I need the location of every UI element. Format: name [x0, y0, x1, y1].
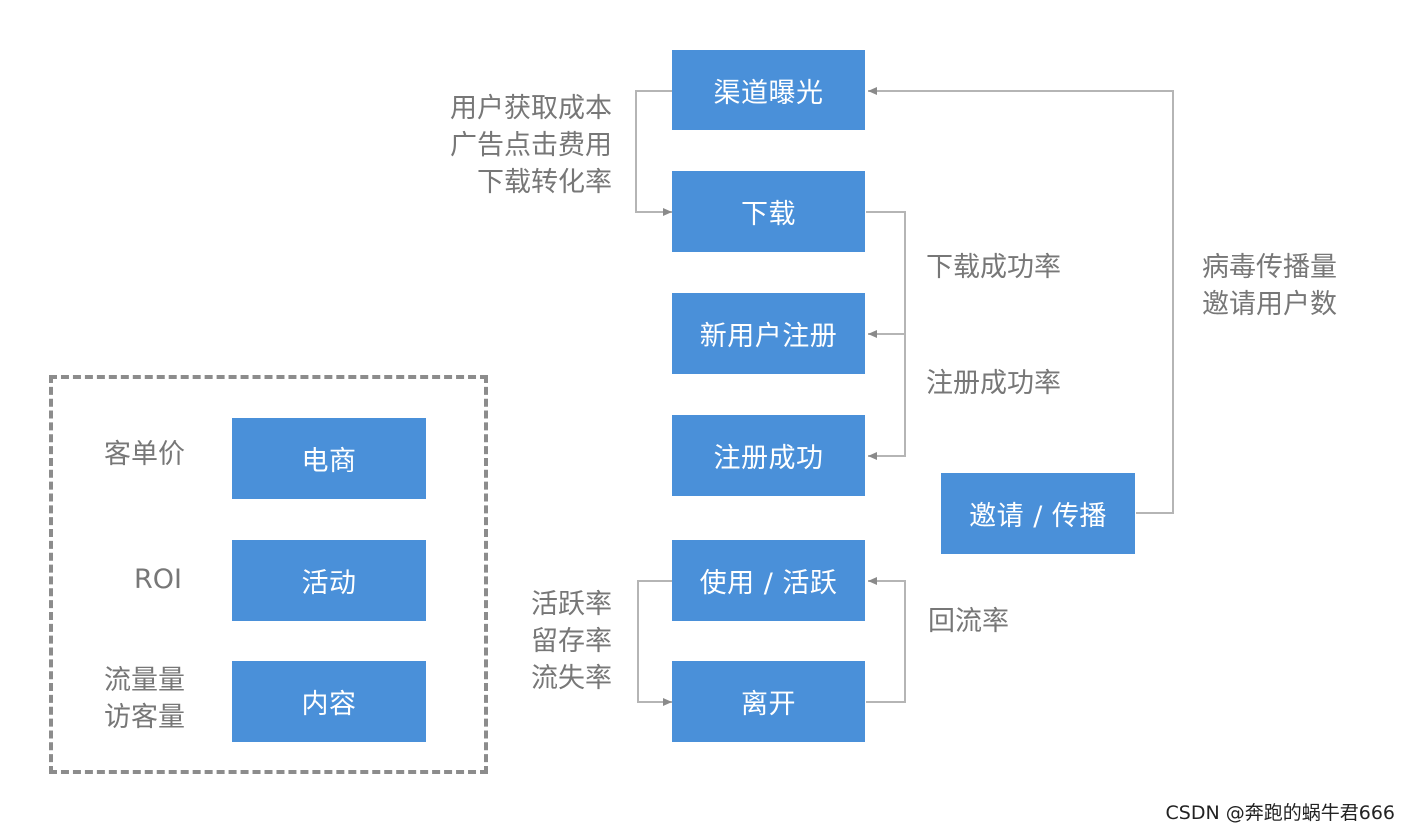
- label-return-rate: 回流率: [928, 606, 1009, 637]
- label-download-conversion-rate: 下载转化率: [477, 167, 612, 198]
- label-active-rate: 活跃率: [531, 589, 612, 620]
- label-traffic-volume: 流量量: [104, 665, 185, 696]
- label-roi: ROI: [134, 564, 182, 595]
- label-user-acquisition-cost: 用户获取成本: [450, 93, 612, 124]
- box-activity: 活动: [232, 540, 426, 621]
- label-average-order-value: 客单价: [104, 439, 185, 470]
- connector-leave-to-active: [866, 577, 906, 703]
- connector-register-to-success: [868, 334, 906, 460]
- watermark-text: CSDN @奔跑的蜗牛君666: [1165, 802, 1395, 824]
- connector-exposure-to-download: [635, 90, 672, 216]
- label-retention-rate: 留存率: [531, 626, 612, 657]
- label-content-metrics: 流量量 访客量: [60, 662, 185, 736]
- box-download: 下载: [672, 171, 865, 252]
- label-viral-metrics: 病毒传播量 邀请用户数: [1202, 249, 1337, 323]
- box-register-success: 注册成功: [672, 415, 865, 496]
- label-ad-click-cost: 广告点击费用: [450, 130, 612, 161]
- connector-download-to-register: [866, 211, 906, 338]
- label-viral-spread: 病毒传播量: [1202, 252, 1337, 283]
- box-channel-exposure: 渠道曝光: [672, 50, 865, 130]
- label-engagement-metrics: 活跃率 留存率 流失率: [478, 586, 612, 697]
- label-acquisition-metrics: 用户获取成本 广告点击费用 下载转化率: [418, 90, 612, 201]
- box-use-active: 使用 / 活跃: [672, 540, 865, 621]
- connector-active-to-leave: [637, 580, 672, 706]
- box-invite-spread: 邀请 / 传播: [941, 473, 1135, 554]
- box-leave: 离开: [672, 661, 865, 742]
- label-churn-rate: 流失率: [531, 663, 612, 694]
- connector-invite-to-exposure: [868, 87, 1174, 514]
- label-download-success-rate: 下载成功率: [926, 252, 1061, 283]
- box-content: 内容: [232, 661, 426, 742]
- label-invited-users: 邀请用户数: [1202, 289, 1337, 320]
- scenario-group-frame: [49, 375, 488, 774]
- label-visitor-volume: 访客量: [104, 702, 185, 733]
- box-new-user-register: 新用户注册: [672, 293, 865, 374]
- label-register-success-rate: 注册成功率: [926, 368, 1061, 399]
- box-ecommerce: 电商: [232, 418, 426, 499]
